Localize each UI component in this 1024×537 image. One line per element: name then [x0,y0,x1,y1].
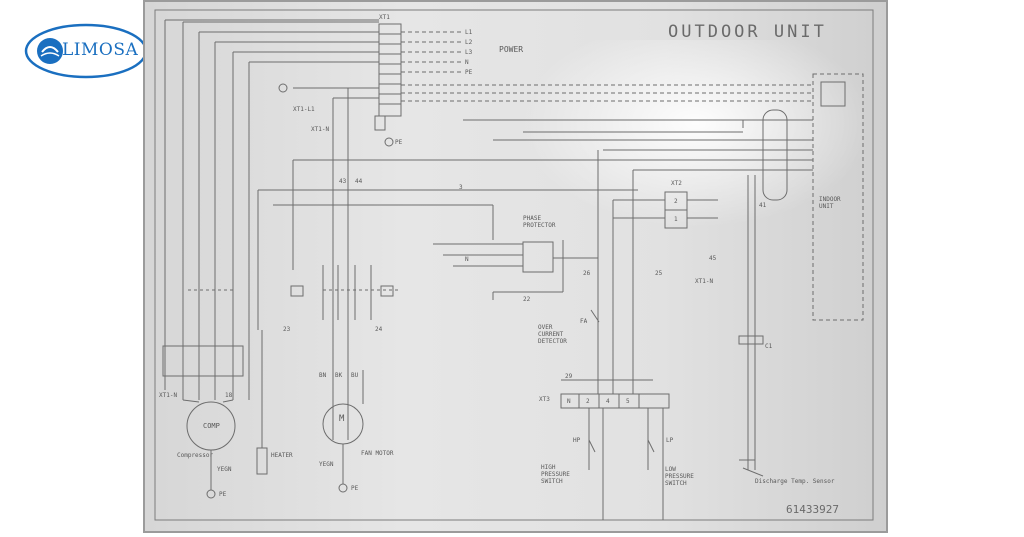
xt2-terminal-1: 1 [674,216,678,223]
bk-label: BK [335,372,343,379]
xt1-terminal-pe: PE [465,69,473,76]
wire-3-label: 3 [459,184,463,191]
pe-label-fan: PE [351,485,359,492]
xt1-l1-label: XT1-L1 [293,106,315,113]
diagram-title: OUTDOOR UNIT [668,22,827,42]
wire-22-label: 22 [523,296,531,303]
yegn-label-compressor: YEGN [217,466,232,473]
wiring-diagram [143,0,888,533]
wire-43-label: 43 [339,178,347,185]
wiring-diagram-sheet: OUTDOOR UNIT 61433927 XT1 L1 L2 L3 N PE … [143,0,888,533]
bu-label: BU [351,372,359,379]
power-label: POWER [499,45,524,54]
low-pressure-switch-label: LOW PRESSURE SWITCH [665,466,694,487]
heater-label: HEATER [271,452,293,459]
xt3-terminal-2: 2 [586,398,590,405]
c1-label: C1 [765,343,773,350]
pe-label-top: PE [395,139,403,146]
n-label-misc: N [465,256,469,263]
compressor-symbol-label: COMP [203,422,220,430]
wire-29-label: 29 [565,373,573,380]
xt1-n-label: XT1-N [311,126,330,133]
xt3-terminal-5: 5 [626,398,630,405]
xt3-terminal-n: N [567,398,571,405]
xt2-label: XT2 [671,180,682,187]
wire-44-label: 44 [355,178,363,185]
serial-number: 61433927 [786,503,839,516]
xt1-n-indoor-label: XT1-N [695,278,714,285]
discharge-temp-sensor-label: Discharge Temp. Sensor [755,478,835,485]
over-current-detector-label: OVER CURRENT DETECTOR [538,324,567,345]
xt1-label: XT1 [379,14,390,21]
high-pressure-switch-label: HIGH PRESSURE SWITCH [541,464,570,485]
wire-25-label: 25 [655,270,663,277]
yegn-label-fan: YEGN [319,461,334,468]
wire-24-label: 24 [375,326,383,333]
fan-motor-symbol-label: M [339,414,345,424]
logo-text: LIMOSA [62,40,139,60]
xt3-label: XT3 [539,396,550,403]
pe-label-compressor: PE [219,491,227,498]
xt1-n-bottom-label: XT1-N [159,392,178,399]
wire-23-label: 23 [283,326,291,333]
xt3-terminal-4: 4 [606,398,610,405]
xt1-terminal-l1: L1 [465,29,473,36]
wire-41-label: 41 [759,202,767,209]
wire-45-label: 45 [709,255,717,262]
fa-label: FA [580,318,588,325]
wire-18-label: 18 [225,392,233,399]
indoor-unit-label: INDOOR UNIT [819,196,841,210]
xt1-terminal-n: N [465,59,469,66]
lp-label: LP [666,437,674,444]
xt2-terminal-2: 2 [674,198,678,205]
fan-motor-caption: FAN MOTOR [361,450,394,457]
bn-label: BN [319,372,327,379]
phase-protector-label: PHASE PROTECTOR [523,215,556,229]
wire-26-label: 26 [583,270,591,277]
xt1-terminal-l2: L2 [465,39,473,46]
compressor-caption: Compressor [177,452,214,459]
hp-label: HP [573,437,581,444]
xt1-terminal-l3: L3 [465,49,473,56]
